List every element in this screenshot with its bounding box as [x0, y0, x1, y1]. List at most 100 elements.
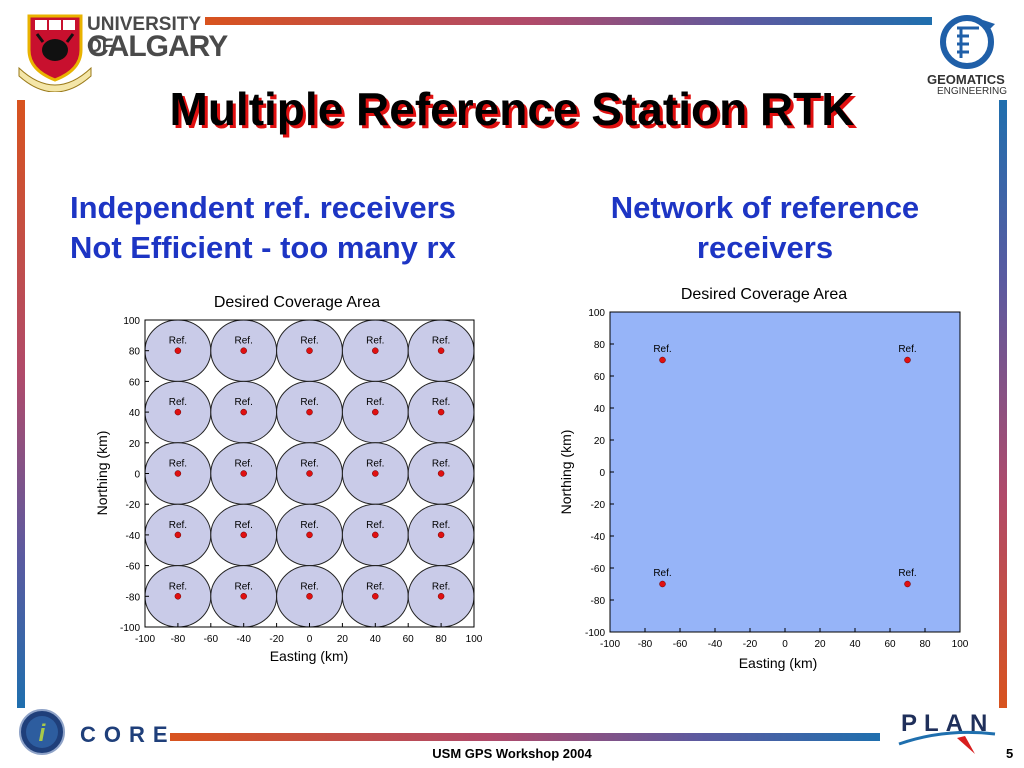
ref-station-label: Ref. [898, 568, 916, 579]
left-heading: Independent ref. receivers Not Efficient… [70, 188, 456, 268]
left-heading-line1: Independent ref. receivers [70, 190, 456, 225]
y-tick-label: -20 [126, 500, 141, 511]
x-tick-label: -80 [638, 639, 653, 650]
coverage-area [609, 311, 961, 633]
ref-station-label: Ref. [432, 459, 450, 470]
x-tick-label: 40 [849, 639, 861, 650]
ref-station-point [174, 347, 182, 354]
ref-station-point [437, 408, 445, 416]
ref-station-label: Ref. [432, 336, 450, 347]
y-tick-label: -80 [591, 596, 606, 607]
y-tick-label: -100 [585, 628, 605, 639]
y-tick-label: 80 [594, 340, 606, 351]
ref-station-point [174, 470, 182, 477]
ref-station-point [306, 347, 313, 354]
ref-station-point [659, 580, 666, 588]
ref-station-point [372, 531, 379, 539]
ref-station-point [240, 347, 247, 354]
ref-station-point [904, 356, 911, 364]
ref-station-point [174, 531, 182, 539]
plan-logo: PLAN [895, 708, 1005, 758]
x-tick-label: -40 [236, 634, 251, 645]
x-axis-label: Easting (km) [739, 655, 818, 671]
ref-station-label: Ref. [898, 344, 916, 355]
x-tick-label: -100 [135, 634, 155, 645]
x-axis-label: Easting (km) [270, 648, 349, 664]
ref-station-point [240, 531, 247, 539]
x-tick-label: 100 [466, 634, 483, 645]
x-tick-label: 100 [952, 639, 969, 650]
ref-station-label: Ref. [169, 520, 187, 531]
y-axis-label: Northing (km) [558, 430, 574, 515]
ref-station-label: Ref. [169, 459, 187, 470]
ref-station-point [372, 408, 379, 416]
x-tick-label: 80 [436, 634, 448, 645]
right-divider-bar [999, 100, 1007, 708]
network-receivers-chart: Desired Coverage Area -100 -80 -60 -40 -20 0 2… [558, 286, 969, 671]
ref-station-point [437, 347, 445, 354]
ref-station-point [437, 593, 445, 600]
ref-station-label: Ref. [235, 581, 253, 592]
y-tick-label: 0 [599, 468, 605, 479]
globe-icon [940, 15, 995, 69]
left-heading-line2: Not Efficient - too many rx [70, 230, 456, 265]
y-tick-label: -40 [591, 532, 606, 543]
ref-station-point [174, 593, 182, 600]
ref-station-label: Ref. [300, 397, 318, 408]
ref-station-label: Ref. [366, 581, 384, 592]
university-name-line1: UNIVERSITY OF [87, 14, 201, 57]
ref-station-point [240, 470, 247, 477]
y-tick-label: 60 [594, 372, 606, 383]
ref-station-label: Ref. [432, 397, 450, 408]
ref-station-label: Ref. [366, 459, 384, 470]
ref-station-label: Ref. [235, 397, 253, 408]
ref-station-label: Ref. [432, 581, 450, 592]
x-tick-label: 60 [403, 634, 415, 645]
ref-station-point [437, 470, 445, 477]
ref-station-label: Ref. [300, 581, 318, 592]
x-tick-label: -100 [600, 639, 620, 650]
y-tick-label: 80 [129, 347, 141, 358]
y-tick-label: 100 [588, 308, 605, 319]
chart-title: Desired Coverage Area [214, 294, 380, 311]
right-heading: Network of reference receivers [560, 188, 970, 268]
ref-station-point [437, 531, 445, 539]
y-tick-label: 40 [594, 404, 606, 415]
y-tick-label: 20 [129, 439, 141, 450]
x-tick-label: 0 [782, 639, 788, 650]
top-divider-bar [205, 17, 932, 25]
x-tick-label: 20 [814, 639, 826, 650]
slide-title: Multiple Reference Station RTK [169, 83, 855, 135]
svg-text:i: i [39, 720, 47, 747]
ref-station-label: Ref. [653, 568, 671, 579]
ref-station-point [904, 580, 911, 588]
ref-station-label: Ref. [169, 397, 187, 408]
ref-station-label: Ref. [366, 336, 384, 347]
ref-station-label: Ref. [300, 336, 318, 347]
x-tick-label: 20 [337, 634, 349, 645]
ref-station-point [372, 470, 379, 477]
ref-station-label: Ref. [235, 459, 253, 470]
ref-station-point [174, 408, 182, 416]
core-logo: i CORE [18, 708, 168, 758]
right-heading-line1: Network of reference [610, 190, 920, 225]
y-tick-label: -60 [591, 564, 606, 575]
x-tick-label: -20 [743, 639, 758, 650]
ref-station-label: Ref. [235, 520, 253, 531]
x-tick-label: -60 [204, 634, 219, 645]
y-tick-label: -20 [591, 500, 606, 511]
x-tick-label: -60 [673, 639, 688, 650]
engineering-name: ENGINEERING [937, 86, 1008, 97]
chart-title: Desired Coverage Area [681, 286, 847, 303]
ref-station-label: Ref. [169, 581, 187, 592]
y-axis-label: Northing (km) [94, 431, 110, 516]
university-name-line2: CALGARY [87, 30, 228, 63]
geomatics-logo: GEOMATICS ENGINEERING [925, 14, 1020, 99]
ref-station-label: Ref. [653, 344, 671, 355]
x-tick-label: 80 [919, 639, 931, 650]
y-tick-label: -100 [120, 623, 140, 634]
x-tick-label: 40 [370, 634, 382, 645]
satellite-swoosh-icon [898, 730, 996, 754]
x-tick-label: -80 [171, 634, 186, 645]
